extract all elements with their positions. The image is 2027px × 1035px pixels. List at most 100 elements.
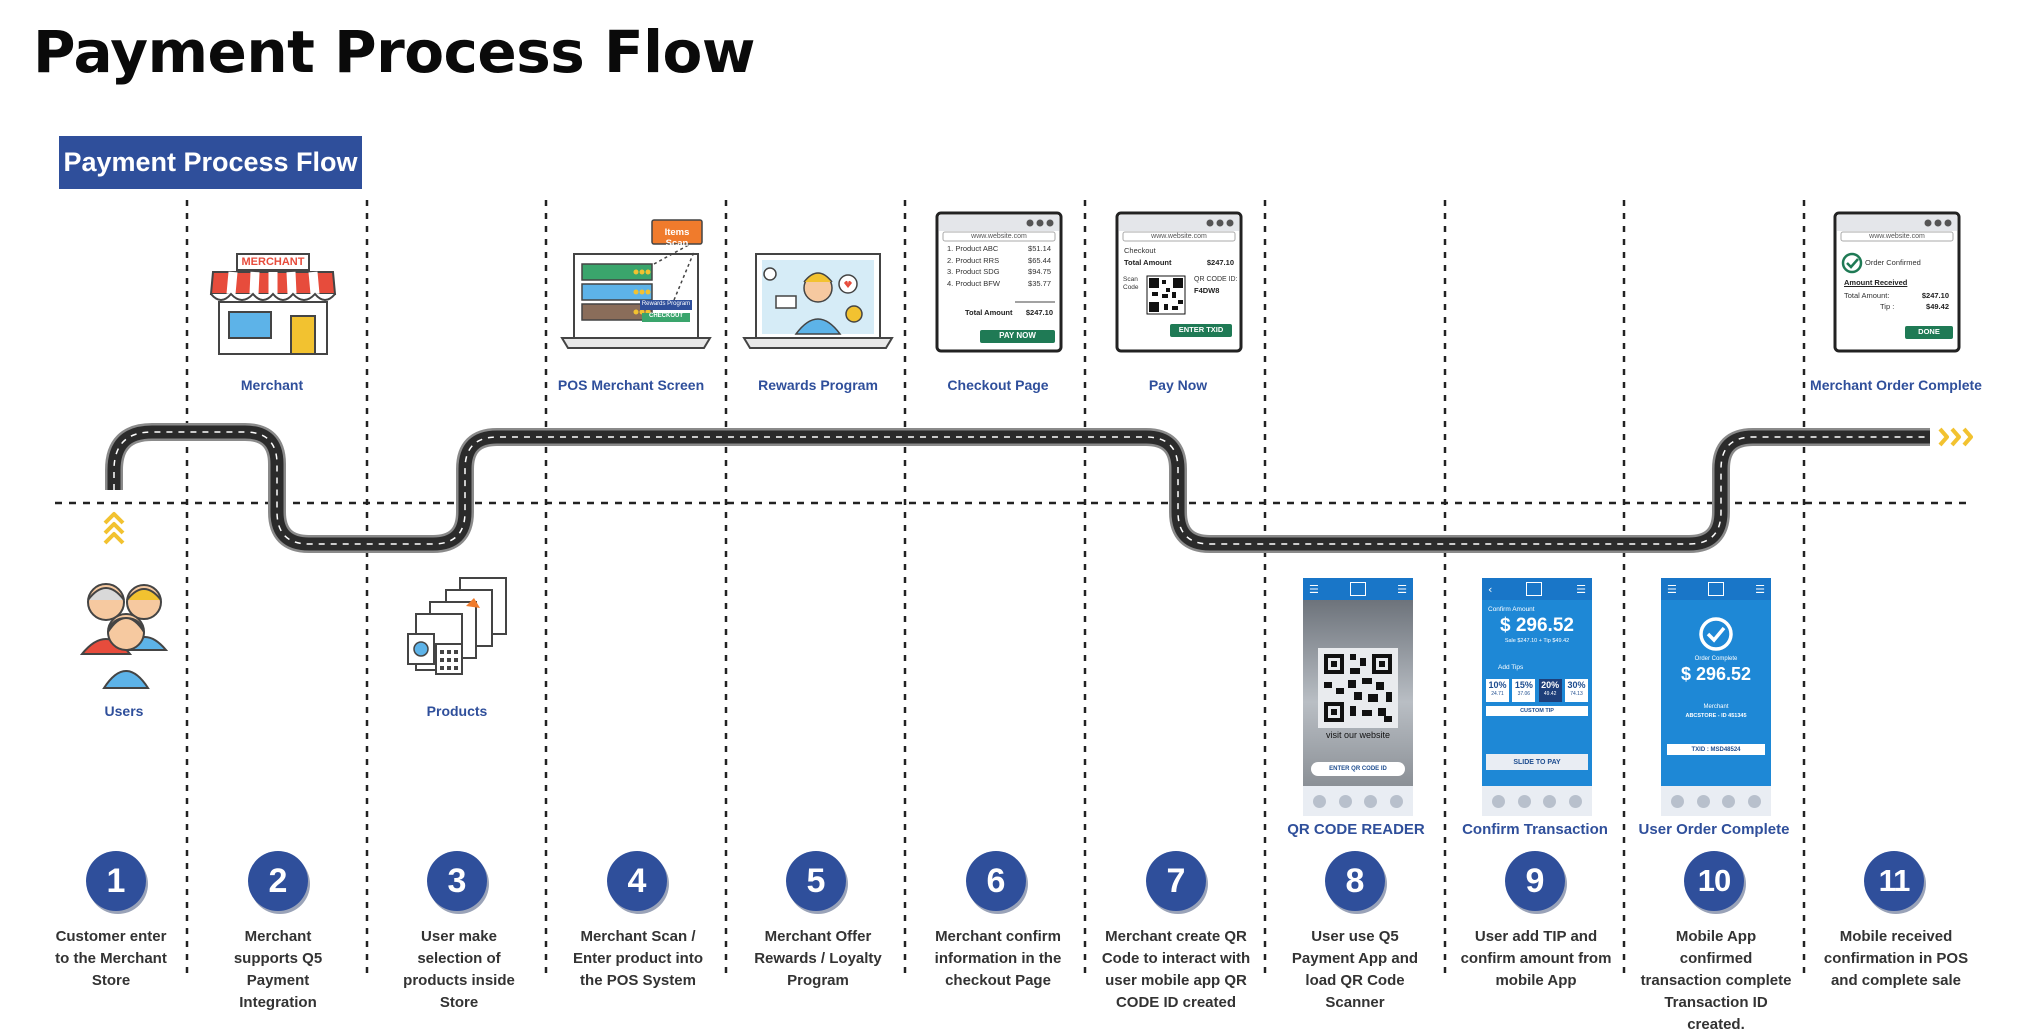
confirm-amount-sub: Sale $247.10 + Tip $49.42 bbox=[1504, 638, 1570, 644]
enter-txid-button[interactable]: ENTER TXID bbox=[1178, 325, 1224, 334]
step-description: Customer enter to the Merchant Store bbox=[55, 928, 167, 989]
app-logo-icon bbox=[1526, 582, 1543, 596]
add-tips-label: Add Tips bbox=[1498, 664, 1524, 671]
step-number: 5 bbox=[786, 851, 846, 911]
step-number: 6 bbox=[966, 851, 1026, 911]
tip-value: 37.06 bbox=[1517, 691, 1531, 697]
flow-banner: Payment Process Flow bbox=[59, 136, 362, 189]
nav-icon[interactable] bbox=[1747, 794, 1761, 808]
order-complete-phone: ☰☰ Order Complete $ 296.52 Merchant ABCS… bbox=[1661, 578, 1771, 816]
pos-laptop-icon bbox=[560, 219, 712, 349]
qr-code-icon bbox=[1146, 275, 1186, 315]
custom-tip-button[interactable]: CUSTOM TIP bbox=[1486, 706, 1588, 716]
nav-icon[interactable] bbox=[1543, 794, 1557, 808]
pay-now-button[interactable]: PAY NOW bbox=[999, 331, 1036, 340]
phone-bottom-nav bbox=[1303, 786, 1413, 816]
nav-icon[interactable] bbox=[1492, 794, 1506, 808]
menu-icon[interactable]: ☰ bbox=[1309, 582, 1319, 596]
amount-received-title: Amount Received bbox=[1844, 278, 1908, 287]
label-merchant: Merchant bbox=[240, 377, 304, 393]
url-bar: www.website.com bbox=[971, 233, 1027, 240]
order-complete-label: Order Complete bbox=[1694, 656, 1738, 662]
label-users: Users bbox=[104, 703, 144, 719]
item-name: 1. Product ABC bbox=[947, 244, 999, 253]
step-description: Mobile App confirmed transaction complet… bbox=[1640, 928, 1792, 1033]
tip-option-15[interactable]: 15%37.06 bbox=[1512, 679, 1536, 702]
label-products: Products bbox=[426, 703, 488, 719]
nav-icon[interactable] bbox=[1568, 794, 1582, 808]
paynow-card-frame bbox=[1115, 211, 1243, 353]
pos-rewards-text: Rewards Program bbox=[641, 301, 691, 307]
step-number: 9 bbox=[1505, 851, 1565, 911]
done-button[interactable]: DONE bbox=[1918, 327, 1940, 336]
enter-qr-code-label: ENTER QR CODE ID bbox=[1329, 766, 1387, 772]
step-number: 2 bbox=[248, 851, 308, 911]
tip-option-20[interactable]: 20%49.42 bbox=[1538, 679, 1562, 702]
label-qr-reader: QR CODE READER bbox=[1287, 821, 1425, 838]
slide-to-pay-slider[interactable]: SLIDE TO PAY bbox=[1486, 754, 1588, 770]
nav-icon[interactable] bbox=[1364, 794, 1378, 808]
step-description: User make selection of products inside S… bbox=[403, 928, 515, 1011]
nav-icon[interactable] bbox=[1671, 794, 1685, 808]
nav-icon[interactable] bbox=[1338, 794, 1352, 808]
step-description: Merchant supports Q5 Payment Integration bbox=[233, 928, 323, 1011]
label-pay-now: Pay Now bbox=[1148, 377, 1208, 393]
tip-percent: 15% bbox=[1514, 680, 1533, 690]
tip-value: $49.42 bbox=[1926, 302, 1949, 311]
menu-icon[interactable]: ☰ bbox=[1576, 582, 1586, 596]
merchant-id: ABCSTORE - ID 451345 bbox=[1685, 713, 1747, 719]
menu-icon[interactable]: ☰ bbox=[1397, 582, 1407, 596]
check-circle-icon bbox=[1841, 252, 1863, 274]
nav-icon[interactable] bbox=[1389, 794, 1403, 808]
item-name: 4. Product BFW bbox=[947, 278, 1000, 288]
nav-icon[interactable] bbox=[1722, 794, 1736, 808]
confirm-transaction-phone: ‹☰ Confirm Amount $ 296.52 Sale $247.10 … bbox=[1482, 578, 1592, 816]
order-confirmed-text: Order Confirmed bbox=[1865, 258, 1921, 267]
products-icon bbox=[407, 577, 507, 675]
merchant-label: Merchant bbox=[1703, 704, 1729, 710]
item-price: $51.14 bbox=[1028, 244, 1051, 253]
back-icon[interactable]: ‹ bbox=[1488, 582, 1493, 596]
step-number: 1 bbox=[86, 851, 146, 911]
enter-qr-code-button[interactable]: ENTER QR CODE ID bbox=[1311, 762, 1405, 776]
total-value: $247.10 bbox=[1025, 308, 1053, 317]
tip-percent: 10% bbox=[1488, 680, 1507, 690]
step-description: Merchant confirm information in the chec… bbox=[934, 928, 1062, 989]
nav-icon[interactable] bbox=[1517, 794, 1531, 808]
users-icon bbox=[79, 583, 169, 689]
step-number: 4 bbox=[607, 851, 667, 911]
qr-reader-phone: ☰☰ visit our website ENTER QR CODE ID bbox=[1303, 578, 1413, 816]
item-price: $94.75 bbox=[1028, 267, 1051, 276]
label-pos-screen: POS Merchant Screen bbox=[557, 377, 705, 393]
step-number: 7 bbox=[1146, 851, 1206, 911]
tip-value: 24.71 bbox=[1491, 691, 1504, 697]
url-bar: www.website.com bbox=[1151, 233, 1207, 240]
nav-icon[interactable] bbox=[1313, 794, 1327, 808]
tip-option-10[interactable]: 10%24.71 bbox=[1486, 679, 1509, 702]
menu-icon[interactable]: ☰ bbox=[1755, 582, 1765, 596]
start-arrows-icon bbox=[103, 512, 125, 545]
total-value: $247.10 bbox=[1206, 258, 1234, 267]
txid-label: TXID : MSD48524 bbox=[1691, 746, 1741, 753]
visit-website-caption: visit our website bbox=[1325, 730, 1391, 740]
store-icon bbox=[209, 253, 337, 355]
step-number: 8 bbox=[1325, 851, 1385, 911]
label-rewards: Rewards Program bbox=[758, 377, 878, 393]
tip-option-30[interactable]: 30%74.13 bbox=[1564, 679, 1588, 702]
label-confirm-transaction: Confirm Transaction bbox=[1462, 821, 1608, 838]
item-price: $65.44 bbox=[1028, 255, 1051, 265]
txid-box: TXID : MSD48524 bbox=[1667, 744, 1765, 755]
items-scan-tag: Items Scan bbox=[664, 227, 690, 249]
checkout-card: www.website.com 1. Product ABC$51.14 2. … bbox=[939, 231, 1059, 349]
menu-icon[interactable]: ☰ bbox=[1667, 582, 1677, 596]
label-checkout-page: Checkout Page bbox=[947, 377, 1049, 393]
merchant-sign: MERCHANT bbox=[241, 256, 305, 268]
step-description: Merchant Offer Rewards / Loyalty Program bbox=[754, 928, 882, 989]
phone-topbar: ‹☰ bbox=[1482, 578, 1592, 600]
nav-icon[interactable] bbox=[1696, 794, 1710, 808]
phone-topbar: ☰☰ bbox=[1303, 578, 1413, 600]
url-bar: www.website.com bbox=[1869, 233, 1925, 240]
scan-code-label: Scan Code bbox=[1123, 276, 1139, 291]
qr-id-label: QR CODE ID: bbox=[1194, 276, 1238, 283]
